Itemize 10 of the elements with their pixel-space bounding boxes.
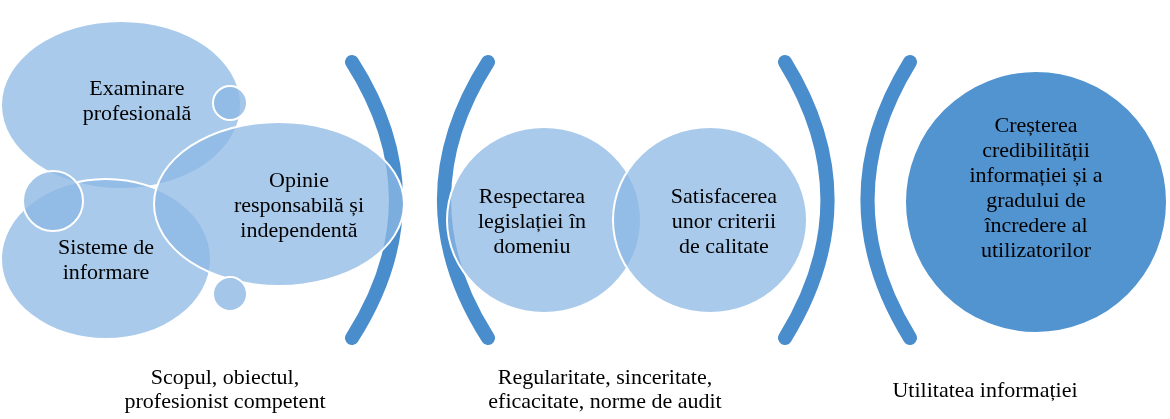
caption-text: Scopul, obiectul, profesionist competent: [123, 365, 327, 413]
node-label: Opinie responsabilă și independentă: [232, 166, 366, 242]
caption-text: Utilitatea informației: [891, 378, 1079, 402]
node-label: Creșterea credibilității informației și a gradului de încredere al utilizatorilor: [968, 112, 1104, 262]
node-label: Satisfacerea unor criterii de calitate: [669, 182, 779, 258]
small-bubble: [212, 85, 248, 121]
node-label: Sisteme de informare: [57, 234, 155, 284]
node-label: Examinare profesională: [81, 75, 193, 125]
node-label: Respectarea legislației în domeniu: [476, 182, 588, 258]
caption-text: Regularitate, sinceritate, eficacitate, norme de audit: [487, 365, 723, 413]
